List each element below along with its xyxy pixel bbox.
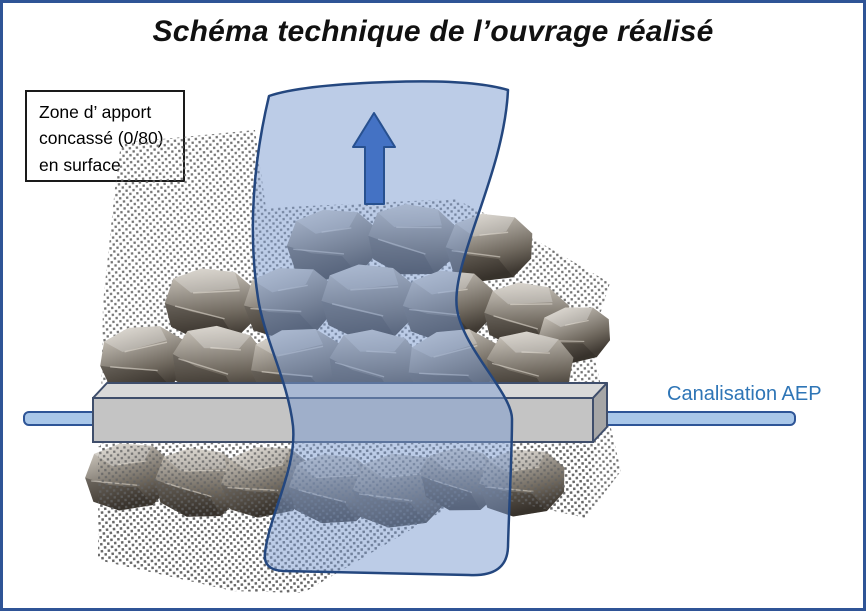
drainage-membrane <box>251 80 514 577</box>
canalisation-label: Canalisation AEP <box>667 383 822 405</box>
schematic-drawing <box>23 80 796 593</box>
supply-pipe-right <box>598 411 796 426</box>
callout-zone-apport: Zone d’ apport concassé (0/80) en surfac… <box>25 90 185 182</box>
callout-line: Zone d’ apport <box>39 102 152 122</box>
diagram-title: Schéma technique de l’ouvrage réalisé <box>152 15 714 48</box>
upward-flow-arrow-icon <box>352 112 396 205</box>
callout-line: en surface <box>39 154 121 175</box>
supply-pipe-left <box>23 411 99 426</box>
